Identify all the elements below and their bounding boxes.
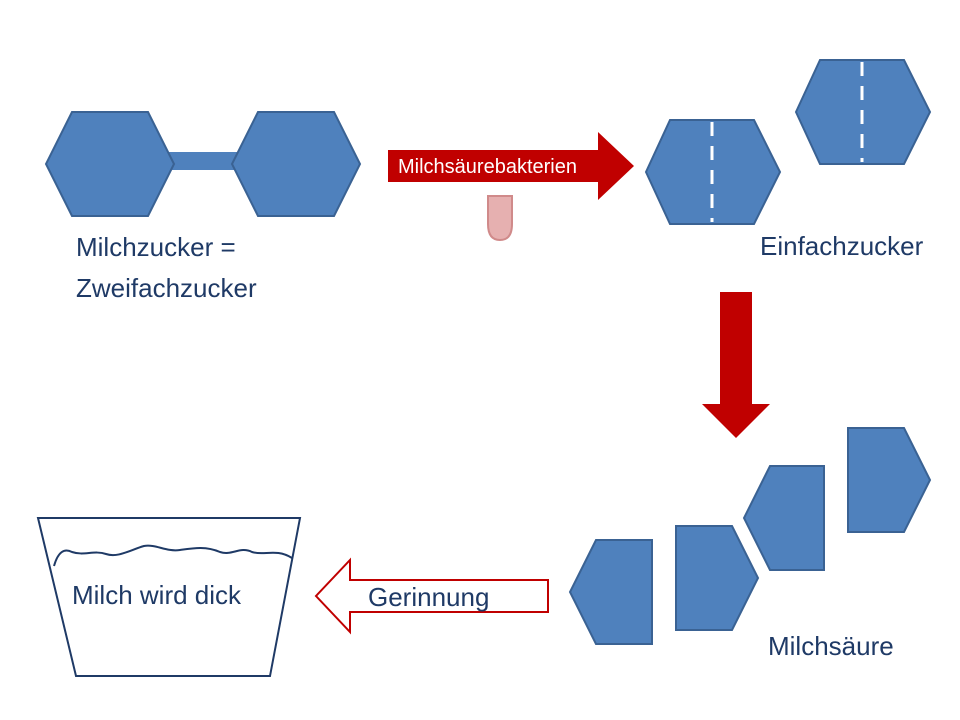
hexagon-left — [44, 111, 176, 217]
label-einfachzucker: Einfachzucker — [760, 231, 924, 261]
milk-surface-line — [53, 544, 293, 567]
red-arrow-down — [702, 292, 770, 438]
label-gerinnung: Gerinnung — [368, 582, 489, 612]
label-milchsaeure: Milchsäure — [768, 631, 894, 661]
milchsaeure-molecules — [568, 427, 932, 645]
glycosidic-bond — [160, 152, 242, 170]
half-hexagon-1 — [568, 539, 653, 645]
zweifachzucker-molecule — [44, 111, 362, 217]
label-milch-dick: Milch wird dick — [72, 580, 242, 610]
milk-bucket: Milch wird dick — [36, 517, 302, 677]
label-zweifachzucker: Zweifachzucker — [76, 273, 257, 303]
red-arrow-right — [388, 132, 634, 200]
gerinnung-arrow: Gerinnung — [314, 557, 549, 635]
half-hexagon-4 — [847, 427, 932, 533]
hexagon-right — [230, 111, 362, 217]
bucket-outline — [36, 517, 302, 677]
outline-arrow-left — [314, 557, 549, 635]
label-bakterien: Milchsäurebakterien — [398, 156, 577, 178]
bacterium-icon — [487, 195, 513, 242]
label-milchzucker: Milchzucker = — [76, 232, 236, 262]
einfachzucker-molecule-2 — [794, 59, 932, 165]
half-hexagon-3 — [742, 465, 825, 571]
bakterien-arrow: Milchsäurebakterien — [388, 132, 634, 200]
einfachzucker-molecule-1 — [644, 119, 782, 225]
half-hexagon-2 — [675, 525, 760, 631]
